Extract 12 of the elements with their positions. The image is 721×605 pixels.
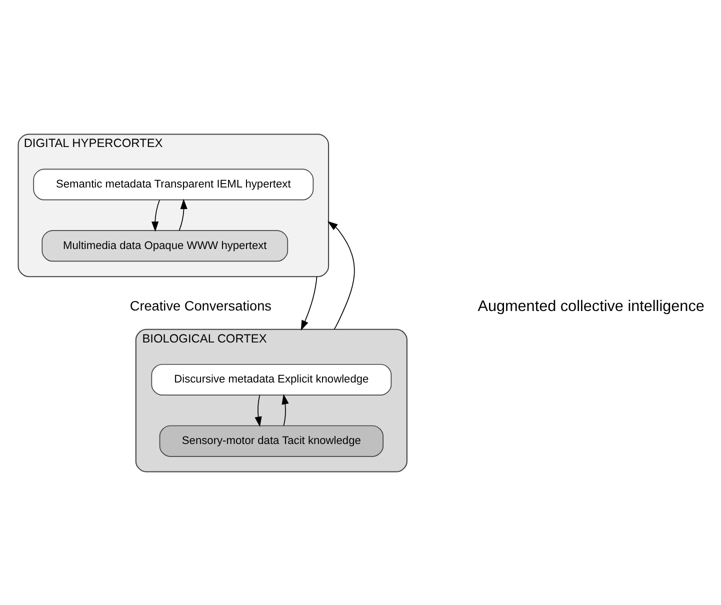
arrow [300,276,318,330]
arrow [178,198,188,230]
node-box: Discursive metadata Explicit knowledge [151,363,392,395]
arrow [282,394,289,426]
node-box: Sensory-motor data Tacit knowledge [159,424,384,456]
node-box: Multimedia data Opaque WWW hypertext [42,230,288,262]
label: Augmented collective intelligence [478,298,704,315]
arrow [151,199,160,232]
arrow [254,394,262,426]
label: Creative Conversations [130,298,272,313]
arrow [328,220,355,330]
node-box: Semantic metadata Transparent IEML hypertext [33,168,314,200]
